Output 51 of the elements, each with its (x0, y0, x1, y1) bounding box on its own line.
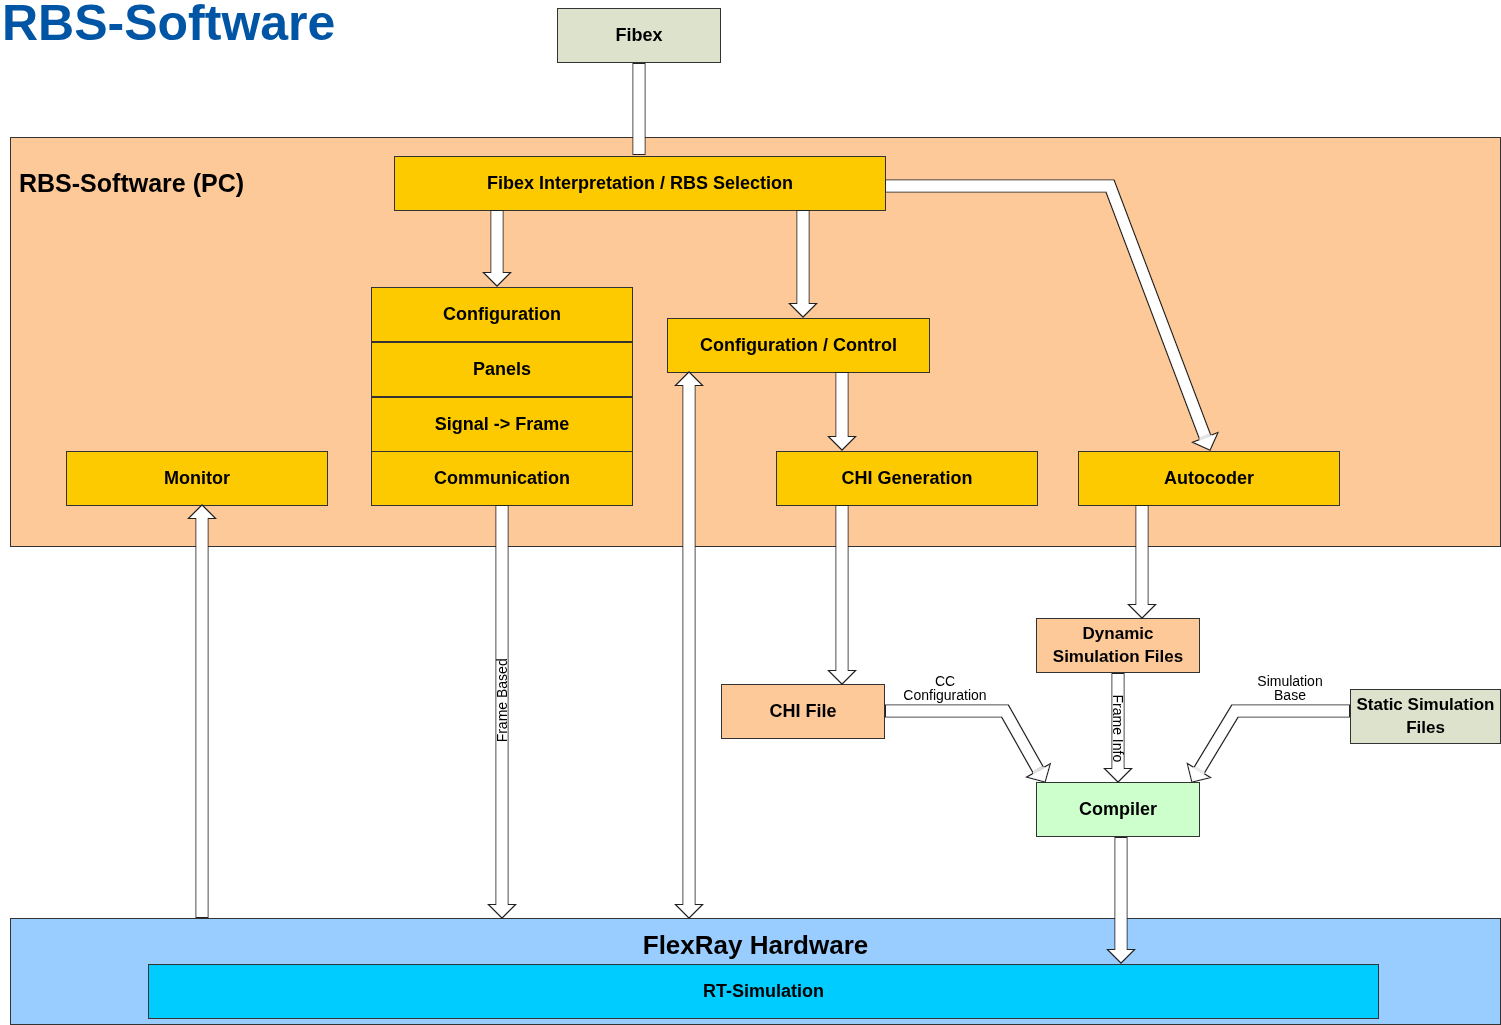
box-label: Dynamic Simulation Files (1051, 623, 1185, 668)
box-label: CHI Generation (841, 467, 973, 490)
box-label: Configuration / Control (700, 334, 897, 357)
box-label: Static Simulation Files (1355, 694, 1496, 739)
edge-label: CC Configuration (902, 673, 988, 703)
box-label: Signal -> Frame (434, 413, 570, 436)
arrow (1103, 673, 1133, 783)
process-box (371, 397, 633, 452)
box-label: Compiler (1079, 798, 1157, 821)
arrow (788, 210, 818, 318)
arrow (487, 505, 517, 919)
process-box (66, 451, 328, 506)
diagram-title: RBS-Software (2, 0, 336, 52)
arrow (885, 179, 1220, 451)
group-panel (10, 137, 1501, 547)
box-label: Autocoder (1164, 467, 1254, 490)
box-label: CHI File (769, 700, 837, 723)
box-label: Panels (472, 358, 531, 381)
arrow (187, 504, 217, 918)
process-box (394, 156, 886, 211)
process-box (667, 318, 930, 373)
arrow (1186, 704, 1350, 783)
group-heading: FlexRay Hardware (641, 929, 870, 962)
arrow (885, 704, 1052, 783)
edge-label: Frame Info (1110, 694, 1126, 762)
process-box (721, 684, 885, 739)
arrow (827, 505, 857, 685)
box-label: Communication (434, 467, 570, 490)
process-box (148, 964, 1379, 1019)
process-box (776, 451, 1038, 506)
process-box (371, 451, 633, 506)
process-box (557, 8, 721, 63)
process-box (1078, 451, 1340, 506)
box-label: Monitor (164, 467, 230, 490)
arrow (674, 371, 704, 919)
process-box (371, 287, 633, 342)
group-heading: RBS-Software (PC) (19, 168, 244, 199)
edge-label: Simulation Base (1256, 673, 1324, 703)
box-label: Fibex (615, 24, 663, 47)
box-label: Fibex Interpretation / RBS Selection (486, 172, 794, 195)
box-label: RT-Simulation (703, 980, 824, 1003)
process-box (1036, 782, 1200, 837)
arrow (827, 372, 857, 451)
hardware-band (10, 918, 1501, 1025)
edge-label: Frame Based (494, 657, 510, 742)
arrow (482, 210, 512, 287)
process-box (1036, 618, 1200, 673)
box-label: Configuration (443, 303, 561, 326)
arrow (1127, 505, 1157, 619)
process-box (371, 342, 633, 397)
arrow (1106, 837, 1136, 964)
